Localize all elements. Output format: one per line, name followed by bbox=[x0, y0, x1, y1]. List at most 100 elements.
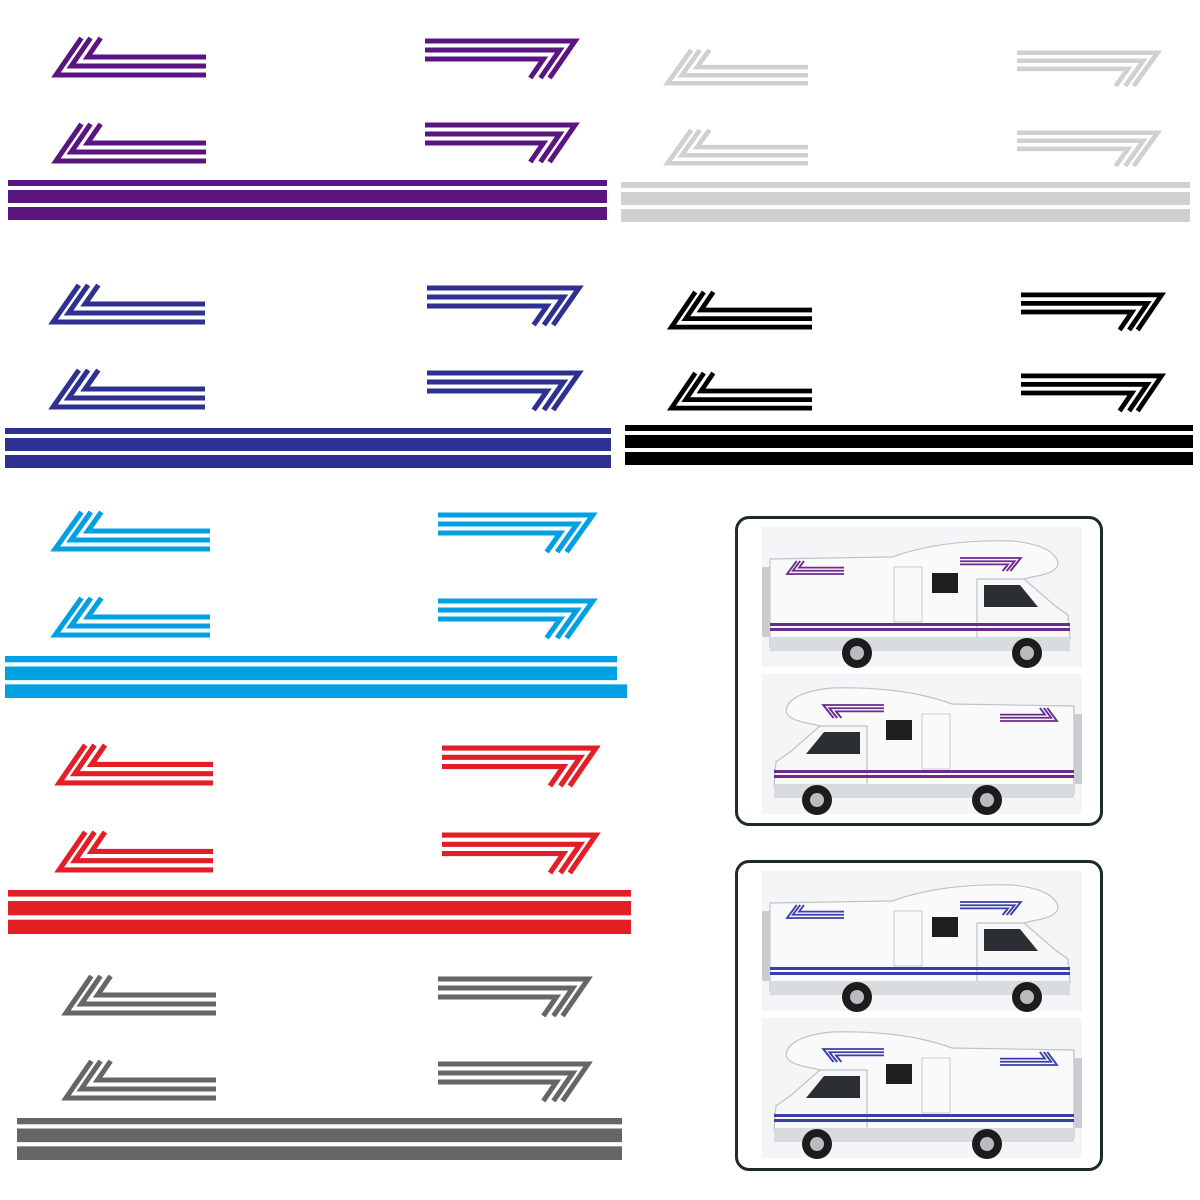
decal-stripe bbox=[666, 290, 813, 330]
motorhome bbox=[762, 674, 1082, 815]
decal-stripe bbox=[437, 530, 566, 554]
decal-stripe bbox=[54, 743, 214, 786]
decal-stripe bbox=[1016, 50, 1163, 88]
decal-stripe bbox=[76, 1059, 216, 1092]
decal-stripe bbox=[48, 368, 206, 410]
decal-stripe bbox=[785, 904, 845, 919]
decal-stripe bbox=[1016, 138, 1148, 168]
band-stripe bbox=[625, 425, 1193, 431]
front-swoosh-decal bbox=[50, 596, 211, 638]
decal-stripe bbox=[426, 285, 584, 327]
decal-stripe bbox=[426, 294, 569, 327]
decal-stripe bbox=[791, 904, 845, 916]
motorhome bbox=[762, 527, 1082, 668]
front-swoosh-decal bbox=[48, 368, 206, 410]
decal-stripe bbox=[82, 36, 206, 60]
front-swoosh-decal bbox=[61, 974, 216, 1016]
decal-stripe bbox=[66, 36, 206, 69]
decal-stripe bbox=[960, 901, 1023, 916]
decal-stripe bbox=[1016, 130, 1163, 168]
rear-swoosh-decal bbox=[1020, 292, 1167, 332]
decal-stripe bbox=[696, 290, 813, 313]
band-stripe bbox=[5, 666, 617, 681]
rear-swoosh-decal bbox=[425, 122, 580, 164]
rear-swoosh-decal bbox=[437, 598, 598, 640]
decal-stripe bbox=[681, 290, 813, 321]
decal-stripe bbox=[662, 128, 809, 166]
decal-stripe bbox=[797, 904, 845, 913]
decal-stripe bbox=[960, 560, 1017, 572]
rear-swoosh-decal bbox=[821, 704, 884, 719]
decal-stripe bbox=[426, 388, 552, 412]
decal-stripe bbox=[66, 596, 211, 629]
decal-stripe bbox=[437, 521, 582, 554]
rear-swoosh-decal bbox=[425, 38, 580, 80]
long-stripe-band bbox=[8, 890, 631, 934]
decal-stripe bbox=[425, 56, 549, 80]
decal-stripe bbox=[61, 1059, 216, 1101]
decal-stripe bbox=[426, 379, 569, 412]
long-stripe-band bbox=[17, 1118, 622, 1160]
front-swoosh-decal bbox=[54, 830, 214, 873]
decal-stripe bbox=[80, 368, 206, 392]
decal-stripe bbox=[692, 128, 809, 150]
decal-stripe bbox=[69, 830, 214, 864]
decal-stripe bbox=[86, 830, 214, 855]
band-stripe bbox=[8, 190, 607, 203]
decal-stripe bbox=[834, 1054, 884, 1063]
decal-stripe bbox=[437, 616, 566, 640]
decal-stripe bbox=[438, 1061, 593, 1103]
decal-stripe bbox=[441, 832, 601, 875]
decal-stripe bbox=[426, 370, 584, 412]
decal-stripe bbox=[441, 754, 586, 788]
decal-stripe bbox=[438, 985, 578, 1018]
decal-stripe bbox=[999, 1051, 1047, 1060]
decal-stripe bbox=[51, 122, 206, 164]
decal-stripe bbox=[666, 371, 813, 411]
band-stripe bbox=[774, 775, 1074, 778]
decal-stripe bbox=[80, 283, 206, 307]
rear-swoosh-decal bbox=[426, 370, 584, 412]
front-swoosh-decal bbox=[999, 707, 1059, 722]
decal-stripe bbox=[999, 1051, 1053, 1063]
rear-swoosh-decal bbox=[1016, 130, 1163, 168]
long-stripe-band bbox=[5, 656, 627, 698]
decal-stripe bbox=[821, 704, 884, 719]
front-swoosh-decal bbox=[50, 510, 211, 552]
band-stripe bbox=[5, 455, 611, 468]
front-swoosh-decal bbox=[662, 48, 809, 86]
front-swoosh-decal bbox=[48, 283, 206, 325]
rear-swoosh-decal bbox=[441, 745, 601, 788]
rear-swoosh-decal bbox=[1016, 50, 1163, 88]
band-stripe bbox=[5, 428, 611, 434]
decal-stripe bbox=[86, 743, 214, 768]
decal-stripe bbox=[441, 763, 569, 788]
decal-stripe bbox=[960, 557, 1023, 572]
decal-stripe bbox=[437, 598, 598, 640]
decal-stripe bbox=[1020, 301, 1152, 332]
decal-stripe bbox=[82, 122, 206, 146]
decal-stripe bbox=[50, 510, 211, 552]
band-stripe bbox=[625, 452, 1193, 465]
decal-set-grey bbox=[17, 974, 622, 1160]
front-swoosh-decal bbox=[51, 122, 206, 164]
decal-stripe bbox=[960, 907, 1010, 916]
rear-swoosh-decal bbox=[960, 557, 1023, 572]
long-stripe-band bbox=[625, 425, 1193, 465]
rear-swoosh-decal bbox=[960, 901, 1023, 916]
decal-stripe bbox=[441, 850, 569, 875]
motorhome bbox=[762, 871, 1082, 1012]
decal-set-black bbox=[625, 290, 1193, 465]
decal-stripe bbox=[425, 140, 549, 164]
decal-stripe bbox=[438, 1070, 578, 1103]
decal-stripe bbox=[692, 48, 809, 70]
band-stripe bbox=[5, 684, 627, 698]
rear-swoosh-decal bbox=[1020, 373, 1167, 413]
decal-stripe bbox=[999, 1051, 1059, 1066]
decal-stripe bbox=[677, 128, 809, 158]
preview-panel-blue bbox=[735, 860, 1103, 1171]
decal-stripe bbox=[827, 1051, 884, 1063]
decal-stripe bbox=[681, 371, 813, 402]
decal-set-blue bbox=[5, 283, 611, 468]
decal-stripe bbox=[696, 371, 813, 394]
